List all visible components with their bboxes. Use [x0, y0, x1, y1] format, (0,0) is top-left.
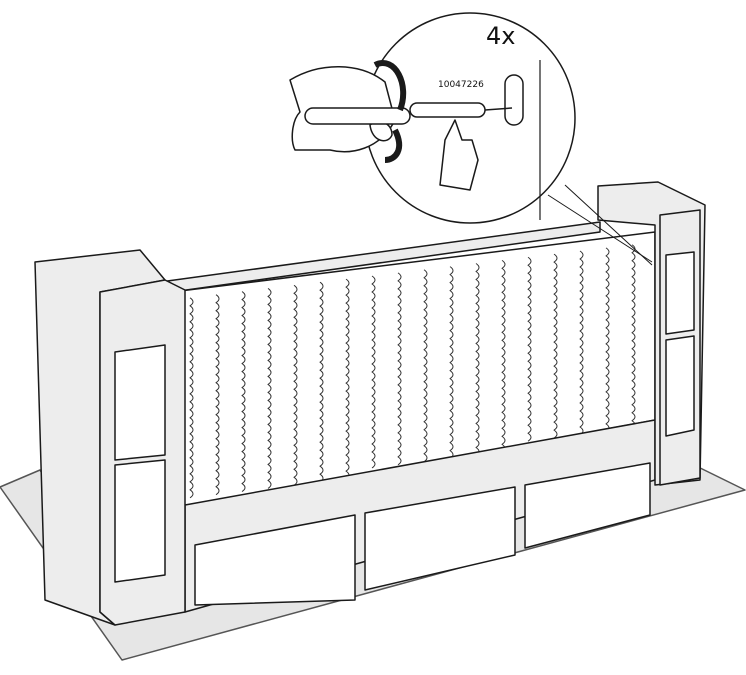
- spring: [189, 297, 194, 499]
- spring: [579, 250, 584, 436]
- spring: [605, 247, 610, 433]
- spring: [241, 291, 246, 493]
- screwdriver-icon: [304, 102, 513, 125]
- spring: [397, 272, 402, 466]
- rotate-arrow-icon: [373, 60, 407, 112]
- spring: [501, 259, 506, 453]
- quantity-label: 4x: [486, 22, 516, 50]
- spring: [215, 294, 220, 496]
- spring: [631, 244, 636, 430]
- spring: [345, 278, 350, 480]
- part-number: 10047226: [438, 80, 484, 90]
- spring: [293, 284, 298, 486]
- spring: [267, 288, 272, 489]
- spring: [371, 275, 376, 469]
- spring: [423, 269, 428, 463]
- spring: [319, 281, 324, 483]
- spring: [553, 253, 558, 439]
- spring: [449, 266, 454, 460]
- pointing-hand-icon: [439, 119, 479, 191]
- spring: [527, 256, 532, 442]
- spring: [475, 263, 480, 456]
